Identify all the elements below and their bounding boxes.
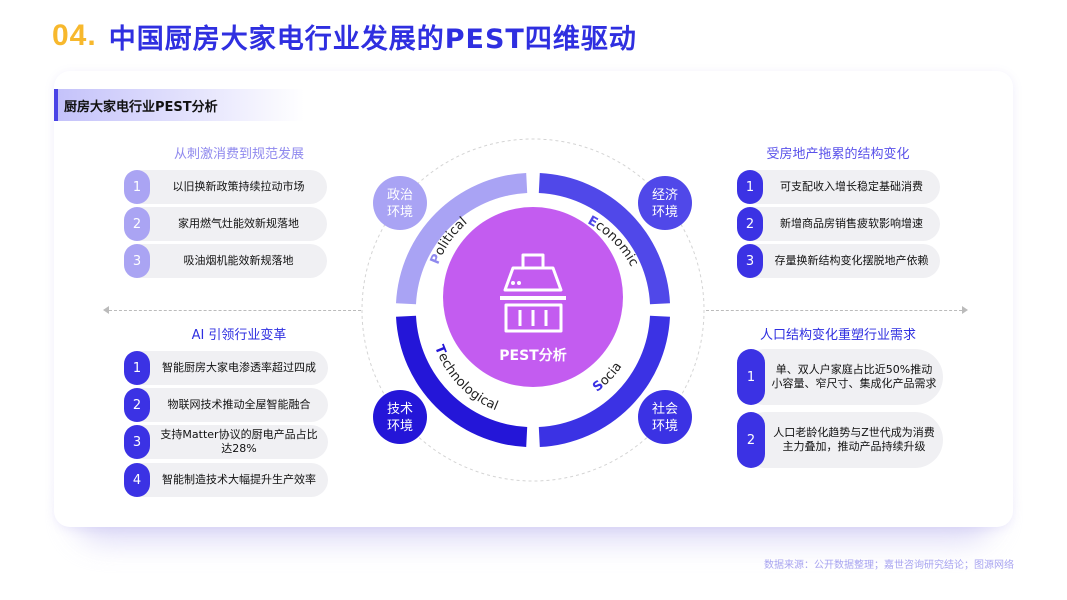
item-number: 1 bbox=[737, 349, 765, 405]
item-label: 智能厨房大家电渗透率超过四成 bbox=[162, 361, 316, 374]
list-item: 3 支持Matter协议的厨电产品占比达28% bbox=[124, 425, 328, 459]
economic-section-title: 受房地产拖累的结构变化 bbox=[766, 147, 910, 162]
section-tag: 厨房大家电行业PEST分析 bbox=[54, 89, 304, 121]
item-label: 单、双人户家庭占比近50%推动小容量、窄尺寸、集成化产品需求 bbox=[771, 363, 937, 390]
list-item: 1 智能厨房大家电渗透率超过四成 bbox=[124, 351, 328, 385]
item-number: 1 bbox=[124, 351, 150, 385]
item-label: 吸油烟机能效新规落地 bbox=[183, 254, 294, 267]
section-tag-label: 厨房大家电行业PEST分析 bbox=[64, 99, 218, 115]
item-number: 4 bbox=[124, 463, 150, 497]
item-number: 3 bbox=[124, 425, 150, 459]
list-item: 2 新增商品房销售疲软影响增速 bbox=[737, 207, 940, 241]
item-number: 1 bbox=[737, 170, 763, 204]
list-item: 3 吸油烟机能效新规落地 bbox=[124, 244, 327, 278]
item-label: 支持Matter协议的厨电产品占比达28% bbox=[160, 428, 318, 455]
item-number: 3 bbox=[124, 244, 150, 278]
list-item: 3 存量换新结构变化摆脱地产依赖 bbox=[737, 244, 940, 278]
list-item: 1 以旧换新政策持续拉动市场 bbox=[124, 170, 327, 204]
list-item: 2 物联网技术推动全屋智能融合 bbox=[124, 388, 328, 422]
item-number: 3 bbox=[737, 244, 763, 278]
left-arrow-icon bbox=[103, 306, 109, 314]
data-source: 数据来源：公开数据整理；嘉世咨询研究结论；图源网络 bbox=[764, 560, 1014, 571]
item-label: 可支配收入增长稳定基础消费 bbox=[780, 180, 923, 193]
section-number: 04. bbox=[52, 19, 97, 52]
item-label: 智能制造技术大幅提升生产效率 bbox=[162, 473, 316, 486]
item-number: 1 bbox=[124, 170, 150, 204]
list-item: 1 可支配收入增长稳定基础消费 bbox=[737, 170, 940, 204]
item-number: 2 bbox=[737, 207, 763, 241]
page-title: 04. 中国厨房大家电行业发展的PEST四维驱动 bbox=[52, 16, 637, 56]
item-number: 2 bbox=[737, 412, 765, 468]
item-label: 存量换新结构变化摆脱地产依赖 bbox=[774, 254, 929, 267]
item-label: 人口老龄化趋势与Z世代成为消费主力叠加，推动产品持续升级 bbox=[773, 426, 935, 453]
item-number: 2 bbox=[124, 388, 150, 422]
right-arrow-icon bbox=[962, 306, 968, 314]
page-title-text: 中国厨房大家电行业发展的PEST四维驱动 bbox=[108, 23, 637, 55]
right-divider bbox=[706, 310, 962, 311]
political-section-title: 从刺激消费到规范发展 bbox=[173, 147, 304, 162]
left-divider bbox=[109, 310, 361, 311]
list-item: 2 家用燃气灶能效新规落地 bbox=[124, 207, 327, 241]
list-item: 4 智能制造技术大幅提升生产效率 bbox=[124, 463, 328, 497]
social-section-title: 人口结构变化重塑行业需求 bbox=[759, 328, 916, 343]
item-number: 2 bbox=[124, 207, 150, 241]
item-label: 新增商品房销售疲软影响增速 bbox=[780, 217, 923, 230]
item-label: 以旧换新政策持续拉动市场 bbox=[172, 180, 305, 193]
list-item: 1 单、双人户家庭占比近50%推动小容量、窄尺寸、集成化产品需求 bbox=[737, 349, 943, 405]
item-label: 家用燃气灶能效新规落地 bbox=[178, 217, 299, 230]
item-label: 物联网技术推动全屋智能融合 bbox=[167, 398, 311, 411]
list-item: 2 人口老龄化趋势与Z世代成为消费主力叠加，推动产品持续升级 bbox=[737, 412, 943, 468]
technological-section-title: AI 引领行业变革 bbox=[191, 328, 287, 343]
